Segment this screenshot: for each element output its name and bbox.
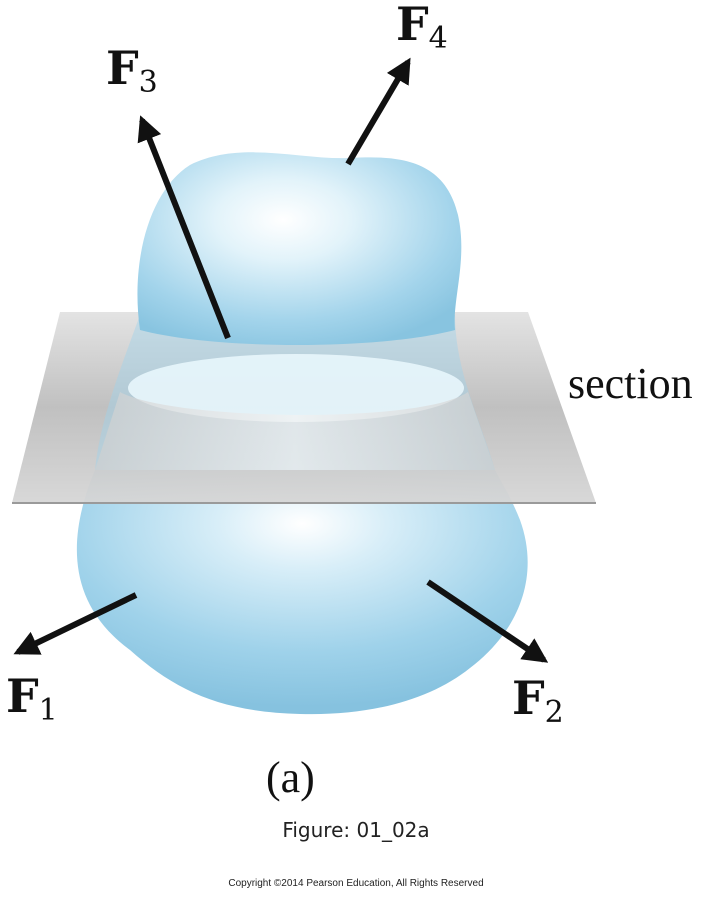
body-lower-part <box>76 470 528 715</box>
part-label: (a) <box>266 753 315 802</box>
label-f3: F3 <box>106 41 158 100</box>
force-arrow-f2 <box>426 579 549 663</box>
force-arrows <box>13 57 549 663</box>
copyright-notice: Copyright ©2014 Pearson Education, All R… <box>228 878 484 889</box>
label-f1: F1 <box>6 669 58 728</box>
figure-caption: Figure: 01_02a <box>282 818 430 842</box>
force-arrow-f1 <box>13 592 138 655</box>
cut-band <box>95 392 495 470</box>
body-upper-part <box>137 152 462 345</box>
cut-surface <box>128 354 464 422</box>
label-f4: F4 <box>396 0 448 56</box>
label-f2: F2 <box>512 671 564 730</box>
force-arrow-f3 <box>137 115 231 340</box>
force-arrow-f4 <box>345 57 411 166</box>
section-label: section <box>568 359 693 408</box>
